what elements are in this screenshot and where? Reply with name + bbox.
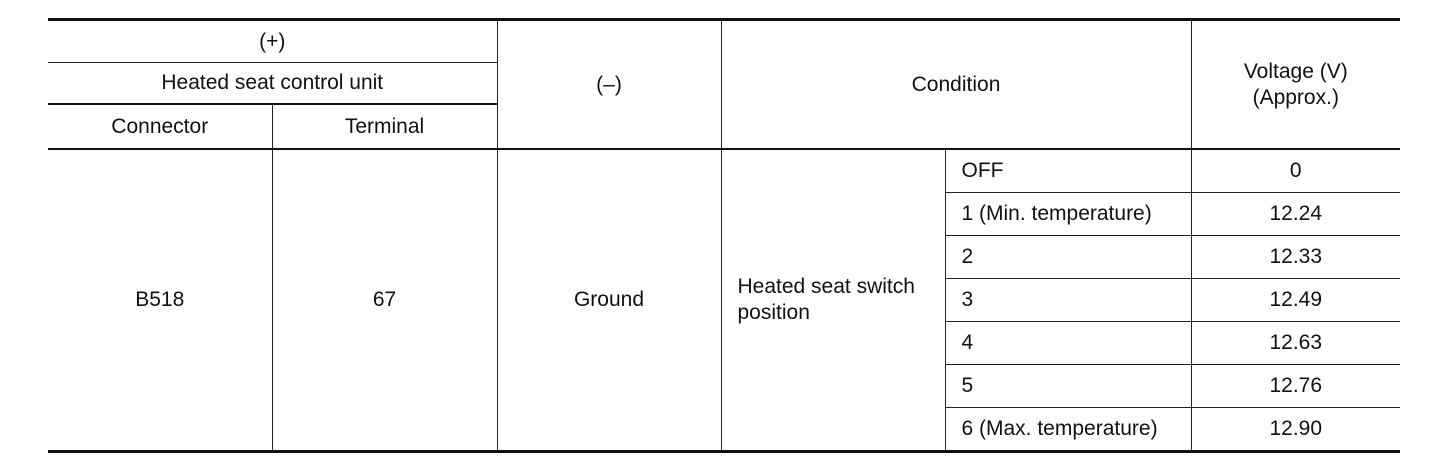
voltage-header-line2: (Approx.) bbox=[1252, 85, 1339, 109]
condition-header: Condition bbox=[720, 18, 1192, 150]
switch-position: 3 bbox=[944, 278, 1192, 322]
table-row: 2 12.33 bbox=[48, 235, 1401, 279]
terminal-header: Terminal bbox=[271, 103, 498, 150]
connector-cell: B518 bbox=[48, 148, 273, 453]
ground-cell: Ground bbox=[496, 148, 722, 453]
table-row: 6 (Max. temperature) 12.90 bbox=[48, 407, 1401, 453]
header-row-2: Heated seat control unit bbox=[48, 62, 1400, 105]
voltage-value: 0 bbox=[1190, 148, 1401, 193]
switch-position: OFF bbox=[944, 148, 1192, 193]
table-row: 1 (Min. temperature) 12.24 bbox=[48, 192, 1401, 236]
switch-position: 2 bbox=[944, 235, 1192, 279]
header-row-1: (+) (–) Condition Voltage (V) (Approx.) bbox=[48, 18, 1401, 150]
switch-position: 6 (Max. temperature) bbox=[944, 407, 1192, 453]
terminal-cell: 67 bbox=[271, 148, 498, 453]
switch-position: 1 (Min. temperature) bbox=[944, 192, 1192, 236]
minus-header: (–) bbox=[496, 18, 722, 150]
condition-line2: position bbox=[737, 301, 810, 324]
condition-cell: Heated seat switch position bbox=[720, 148, 946, 453]
table-row: 5 12.76 bbox=[48, 364, 1401, 408]
voltage-value: 12.63 bbox=[1190, 321, 1401, 365]
header-row-3: Connector Terminal bbox=[48, 103, 1400, 150]
table-row: B518 67 Ground Heated seat switch positi… bbox=[48, 148, 1401, 453]
voltage-value: 12.76 bbox=[1190, 364, 1401, 408]
voltage-value: 12.33 bbox=[1190, 235, 1401, 279]
plus-header: (+) bbox=[48, 18, 498, 63]
voltage-header-line1: Voltage (V) bbox=[1243, 59, 1348, 83]
condition-line1: Heated seat switch bbox=[737, 275, 915, 298]
switch-position: 4 bbox=[944, 321, 1192, 365]
voltage-value: 12.90 bbox=[1190, 407, 1401, 453]
voltage-value: 12.24 bbox=[1190, 192, 1401, 236]
connector-header: Connector bbox=[48, 103, 273, 150]
switch-position: 5 bbox=[944, 364, 1192, 408]
voltage-value: 12.49 bbox=[1190, 278, 1401, 322]
unit-header: Heated seat control unit bbox=[48, 62, 498, 105]
table-row: 3 12.49 bbox=[48, 278, 1401, 322]
voltage-header: Voltage (V) (Approx.) bbox=[1190, 18, 1401, 150]
voltage-spec-table: (+) (–) Condition Voltage (V) (Approx.) … bbox=[48, 18, 1401, 453]
